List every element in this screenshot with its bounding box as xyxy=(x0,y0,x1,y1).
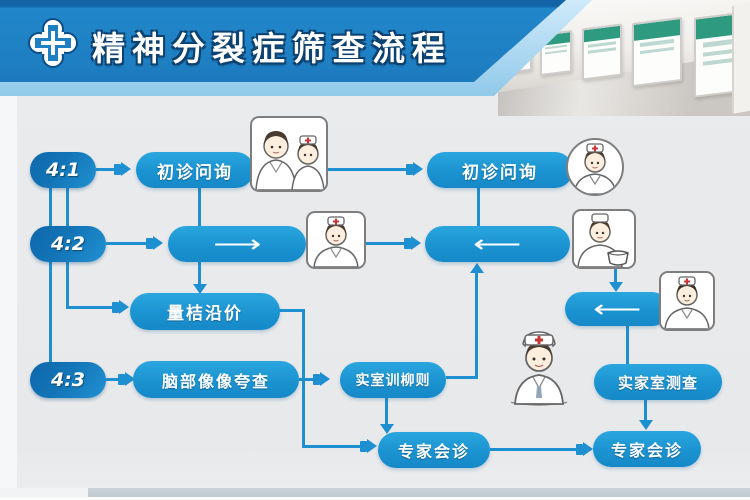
male-nurse-icon xyxy=(659,271,715,331)
node-lab-check: 实家室测查 xyxy=(594,364,722,400)
right-arrow-icon: ⟶ xyxy=(212,230,262,258)
node-brain-imaging: 脑部像像夸查 xyxy=(133,361,299,398)
left-arrow-icon: ⟵ xyxy=(473,230,522,258)
nurse-icon xyxy=(306,211,366,269)
left-arrow-icon: ⟵ xyxy=(592,295,642,323)
node-initial-consult-left: 初诊问询 xyxy=(136,152,254,188)
node-step-back2: ⟵ xyxy=(565,292,669,326)
row-label-4-3: 4:3 xyxy=(30,362,106,398)
doctor-nurse-pair-icon xyxy=(250,116,328,192)
node-expert-consult-left: 专家会诊 xyxy=(378,432,490,468)
node-step-forward: ⟶ xyxy=(168,226,306,262)
node-expert-consult-right: 专家会诊 xyxy=(593,431,701,467)
bottom-edge xyxy=(88,488,750,497)
node-scale-eval: 量桔沿价 xyxy=(130,293,280,330)
standing-doctor-icon xyxy=(503,328,575,408)
medical-cross-icon xyxy=(26,16,80,74)
node-step-back: ⟵ xyxy=(425,226,570,262)
nurse-with-bowl-icon xyxy=(572,209,636,269)
row-label-4-1: 4:1 xyxy=(30,152,96,188)
left-edge xyxy=(0,92,17,492)
doctor-circle-icon xyxy=(566,138,624,196)
wall-poster xyxy=(632,16,682,88)
row-label-4-2: 4:2 xyxy=(30,226,106,262)
wall-poster xyxy=(582,23,622,81)
corridor-door xyxy=(732,2,750,114)
node-initial-consult-right: 初诊问询 xyxy=(427,152,573,188)
node-lab-test: 实室训柳则 xyxy=(340,362,446,398)
bottom-white-edge xyxy=(0,497,750,500)
banner xyxy=(0,0,566,82)
page-title: 精神分裂症筛查流程 xyxy=(92,29,452,68)
